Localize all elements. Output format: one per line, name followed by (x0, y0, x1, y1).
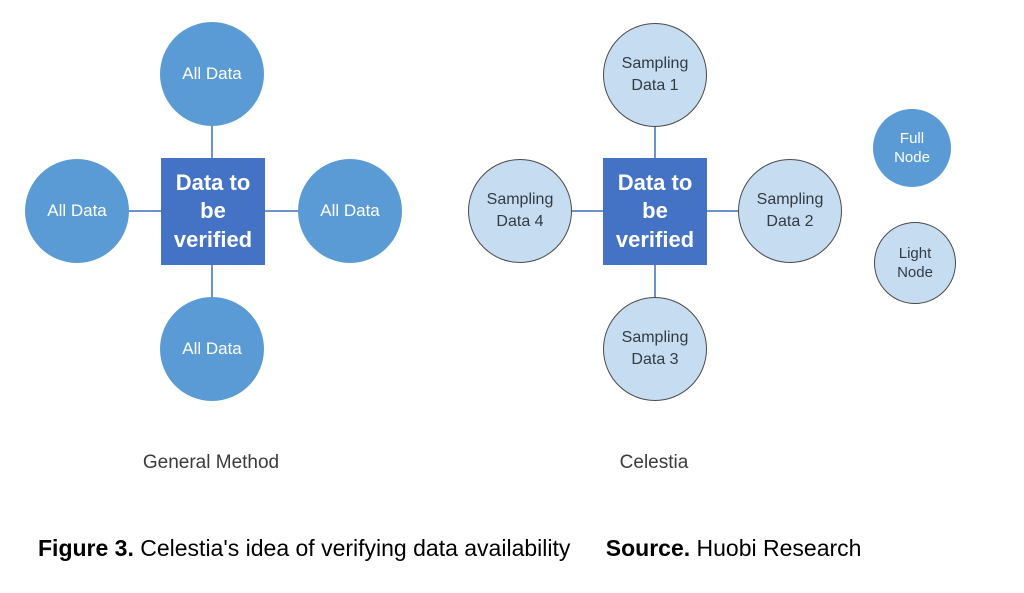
right-node-right-label: Sampling Data 2 (756, 191, 824, 230)
figure-caption: Figure 3. Celestia's idea of verifying d… (38, 535, 1013, 562)
source-text: Huobi Research (696, 535, 862, 561)
left-node-right-label: All Data (320, 200, 380, 220)
left-node-left-label: All Data (47, 200, 107, 220)
right-node-bottom-label: Sampling Data 3 (621, 329, 689, 368)
right-diagram-node-left: Sampling Data 4 (468, 159, 572, 263)
left-center-label: Data to be verified (173, 170, 253, 252)
figure-caption-text: Celestia's idea of verifying data availa… (140, 535, 571, 561)
left-node-bottom-label: All Data (182, 338, 242, 358)
figure-number-label: Figure 3. (38, 535, 134, 561)
source-label: Source. (605, 535, 691, 561)
left-diagram-title: General Method (142, 452, 280, 473)
right-diagram-center-square: Data to be verified (603, 158, 707, 265)
left-diagram-node-bottom: All Data (160, 297, 264, 401)
left-node-top-label: All Data (182, 63, 242, 83)
right-node-top-label: Sampling Data 1 (621, 55, 689, 94)
right-center-label: Data to be verified (615, 170, 695, 252)
light-node-label: Light Node (897, 244, 933, 282)
right-diagram-node-top: Sampling Data 1 (603, 23, 707, 127)
right-diagram-title: Celestia (619, 452, 689, 473)
left-diagram-node-right: All Data (298, 159, 402, 263)
right-diagram-node-bottom: Sampling Data 3 (603, 297, 707, 401)
left-diagram-center-square: Data to be verified (161, 158, 265, 265)
full-node-label: Full Node (894, 129, 930, 167)
full-node-circle: Full Node (873, 109, 951, 187)
light-node-circle: Light Node (874, 222, 956, 304)
left-diagram-node-left: All Data (25, 159, 129, 263)
left-diagram-node-top: All Data (160, 22, 264, 126)
right-node-left-label: Sampling Data 4 (486, 191, 554, 230)
right-diagram-node-right: Sampling Data 2 (738, 159, 842, 263)
